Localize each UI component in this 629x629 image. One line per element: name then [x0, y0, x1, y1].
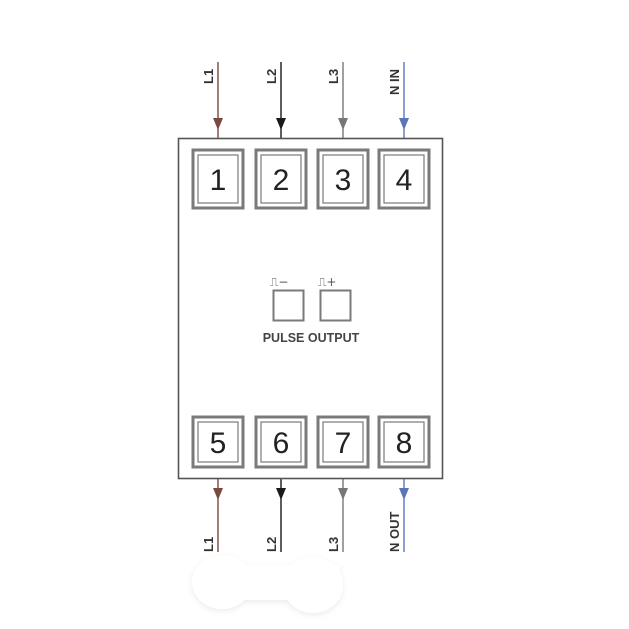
- output-wire-n: [399, 467, 409, 552]
- terminal-5: 5: [191, 415, 245, 469]
- output-label-l3: L3: [326, 537, 341, 552]
- pulse-output: ⎍− ⎍+ PULSE OUTPUT: [263, 275, 360, 345]
- input-wire-l3: [338, 62, 348, 150]
- input-wire-n: [399, 62, 409, 150]
- terminals-bottom: 5 6 7 8: [191, 415, 431, 469]
- input-wire-l2: [276, 62, 286, 150]
- pulse-minus-terminal: [272, 289, 305, 322]
- terminals-top: 1 2 3 4: [191, 148, 431, 210]
- output-wire-l2: [276, 467, 286, 552]
- terminal-8: 8: [377, 415, 431, 469]
- input-label-l3: L3: [326, 69, 341, 84]
- input-label-l2: L2: [264, 69, 279, 84]
- terminal-number: 4: [396, 164, 413, 197]
- arrow-down-icon: [399, 488, 409, 500]
- output-label-l1: L1: [201, 537, 216, 552]
- output-label-n-out: N OUT: [387, 512, 402, 553]
- pulse-output-label: PULSE OUTPUT: [263, 331, 360, 345]
- input-wire-l1: [213, 62, 223, 150]
- arrow-down-icon: [276, 488, 286, 500]
- terminal-number: 7: [335, 427, 352, 460]
- arrow-down-icon: [213, 488, 223, 500]
- white-overlay-blobs: [192, 555, 343, 613]
- terminal-2: 2: [254, 148, 308, 210]
- output-wire-l1: [213, 467, 223, 552]
- pulse-minus-icon: ⎍−: [270, 275, 288, 289]
- arrow-down-icon: [276, 118, 286, 130]
- terminal-number: 8: [396, 427, 413, 460]
- output-wire-l3: [338, 467, 348, 552]
- input-label-l1: L1: [201, 69, 216, 84]
- terminal-7: 7: [316, 415, 370, 469]
- pulse-plus-icon: ⎍+: [318, 275, 336, 289]
- terminal-number: 3: [335, 164, 352, 197]
- terminal-number: 1: [210, 164, 227, 197]
- arrow-down-icon: [338, 488, 348, 500]
- terminal-4: 4: [377, 148, 431, 210]
- input-wires: [213, 62, 409, 150]
- output-label-l2: L2: [264, 537, 279, 552]
- arrow-down-icon: [213, 118, 223, 130]
- output-wires: [213, 467, 409, 552]
- arrow-down-icon: [338, 118, 348, 130]
- pulse-plus-terminal: [319, 289, 352, 322]
- terminal-3: 3: [316, 148, 370, 210]
- input-label-n-in: N IN: [387, 69, 402, 95]
- terminal-number: 2: [273, 164, 290, 197]
- terminal-6: 6: [254, 415, 308, 469]
- terminal-1: 1: [191, 148, 245, 210]
- arrow-down-icon: [399, 118, 409, 130]
- terminal-number: 5: [210, 427, 227, 460]
- terminal-number: 6: [273, 427, 290, 460]
